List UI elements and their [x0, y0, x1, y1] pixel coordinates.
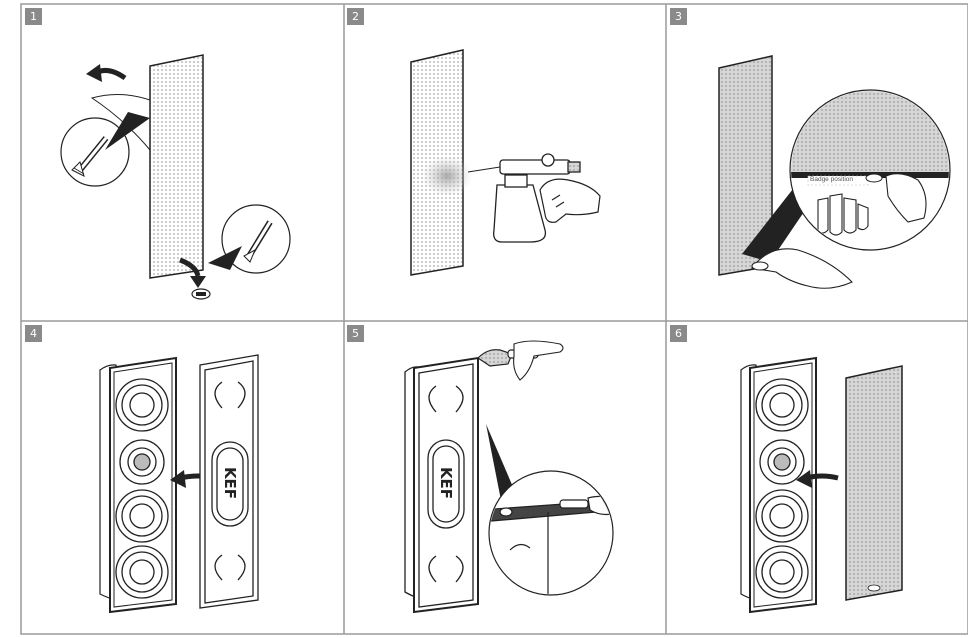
hand-icon	[752, 249, 852, 288]
step-number-5: 5	[347, 325, 364, 342]
step-number-4: 4	[25, 325, 42, 342]
step-number-2: 2	[347, 8, 364, 25]
badge-position-label: Badge position	[810, 176, 853, 183]
speaker-frame	[100, 358, 176, 612]
paint-brush-icon	[208, 205, 290, 273]
grille-logo-step-5: KEF	[437, 463, 455, 503]
grille-panel	[846, 366, 902, 600]
spray-cloud	[421, 156, 473, 196]
grille-logo-step-4: KEF	[221, 463, 239, 503]
step-6-illustration	[741, 358, 902, 612]
badge-icon	[866, 174, 882, 182]
step-number-6: 6	[670, 325, 687, 342]
step-number-1: 1	[25, 8, 42, 25]
step-1-illustration	[61, 55, 290, 299]
speaker-frame	[741, 358, 816, 612]
hand-icon	[514, 341, 563, 380]
step-number-3: 3	[670, 8, 687, 25]
step-2-illustration	[411, 50, 600, 275]
step-3-illustration	[719, 56, 950, 288]
badge-icon	[868, 585, 880, 591]
paint-brush-icon	[61, 112, 150, 186]
hand-icon	[540, 179, 600, 222]
grille-panel	[150, 55, 203, 278]
